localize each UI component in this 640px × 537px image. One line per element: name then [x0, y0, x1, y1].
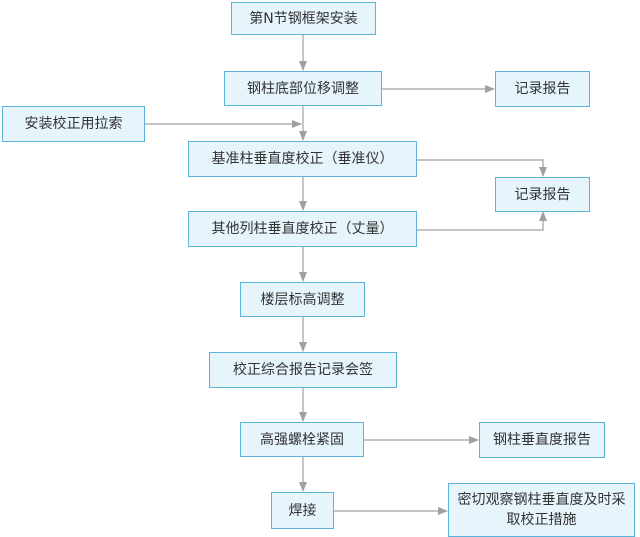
node-observe-and-correct: 密切观察钢柱垂直度及时采 取校正措施: [448, 483, 635, 537]
node-label: 钢柱垂直度报告: [493, 432, 591, 448]
arrow-n7-n6: [417, 211, 547, 231]
node-other-columns-correction: 其他列柱垂直度校正（丈量）: [188, 211, 417, 247]
node-label: 钢柱底部位移调整: [247, 80, 359, 97]
node-label: 第N节钢框架安装: [249, 10, 358, 27]
node-record-report-2: 记录报告: [495, 177, 590, 212]
node-column-base-adjust: 钢柱底部位移调整: [224, 71, 382, 106]
node-label: 焊接: [288, 502, 317, 519]
node-label: 其他列柱垂直度校正（丈量）: [211, 221, 394, 237]
arrow-n5-n6: [417, 159, 547, 177]
node-label: 基准柱垂直度校正（垂准仪）: [211, 151, 394, 167]
node-steel-frame-install: 第N节钢框架安装: [231, 2, 376, 35]
node-install-cable: 安装校正用拉索: [2, 106, 145, 142]
node-label-line-2: 取校正措施: [506, 512, 577, 528]
node-column-verticality-report: 钢柱垂直度报告: [479, 422, 605, 458]
node-floor-elevation-adjust: 楼层标高调整: [240, 282, 365, 317]
node-label: 安装校正用拉索: [24, 116, 123, 132]
node-correction-report-signoff: 校正综合报告记录会签: [209, 352, 397, 388]
node-welding: 焊接: [271, 492, 334, 529]
node-label: 记录报告: [514, 81, 571, 97]
node-record-report-1: 记录报告: [495, 71, 590, 107]
node-hs-bolt-tightening: 高强螺栓紧固: [240, 422, 364, 457]
node-label: 高强螺栓紧固: [260, 431, 344, 448]
node-reference-column-correction: 基准柱垂直度校正（垂准仪）: [188, 141, 417, 177]
node-label: 记录报告: [514, 186, 571, 203]
node-label-line-1: 密切观察钢柱垂直度及时采: [457, 492, 626, 508]
node-label: 校正综合报告记录会签: [233, 362, 373, 378]
node-label: 楼层标高调整: [260, 291, 345, 308]
